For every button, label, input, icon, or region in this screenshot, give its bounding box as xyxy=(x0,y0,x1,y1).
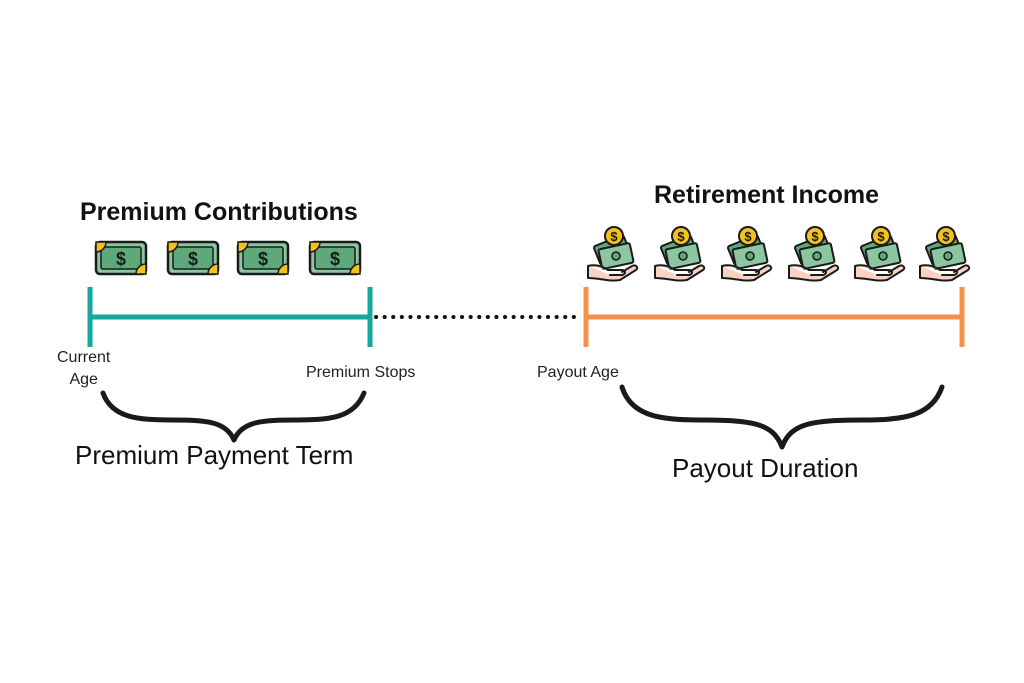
premium-term-brace xyxy=(100,390,367,443)
current-age-label: Current Age xyxy=(57,347,110,391)
svg-text:$: $ xyxy=(677,229,685,244)
hand-coin-icon: $ xyxy=(919,226,971,282)
hand-coin-icons: $ $ $ $ $ $ xyxy=(587,226,971,282)
cash-note-icon: $ xyxy=(308,240,362,276)
cash-note-icon: $ xyxy=(94,240,148,276)
cash-note-icon: $ xyxy=(166,240,220,276)
svg-text:$: $ xyxy=(258,249,268,269)
svg-text:$: $ xyxy=(942,229,950,244)
premium-timeline xyxy=(87,287,373,347)
hand-coin-icon: $ xyxy=(788,226,840,282)
hand-coin-icon: $ xyxy=(587,226,639,282)
retirement-income-title: Retirement Income xyxy=(654,181,880,209)
current-age-line-1: Current xyxy=(57,349,111,366)
svg-text:$: $ xyxy=(877,229,885,244)
svg-text:$: $ xyxy=(744,229,752,244)
svg-text:$: $ xyxy=(811,229,819,244)
svg-text:$: $ xyxy=(610,229,618,244)
current-age-line-2: Age xyxy=(69,371,98,388)
hand-coin-icon: $ xyxy=(854,226,906,282)
hand-coin-icon: $ xyxy=(654,226,706,282)
payout-duration-label: Payout Duration xyxy=(672,453,859,483)
premium-contributions-title: Premium Contributions xyxy=(80,198,358,226)
payout-age-label: Payout Age xyxy=(537,364,619,381)
payout-duration-brace xyxy=(619,384,945,450)
cash-note-icon: $ xyxy=(236,240,290,276)
cash-note-icons: $ $ $ $ xyxy=(94,240,362,276)
premium-stops-label: Premium Stops xyxy=(306,364,416,381)
payout-timeline xyxy=(583,287,965,347)
svg-text:$: $ xyxy=(116,249,126,269)
svg-text:$: $ xyxy=(330,249,340,269)
hand-coin-icon: $ xyxy=(721,226,773,282)
svg-text:$: $ xyxy=(188,249,198,269)
premium-payment-term-label: Premium Payment Term xyxy=(75,440,354,470)
